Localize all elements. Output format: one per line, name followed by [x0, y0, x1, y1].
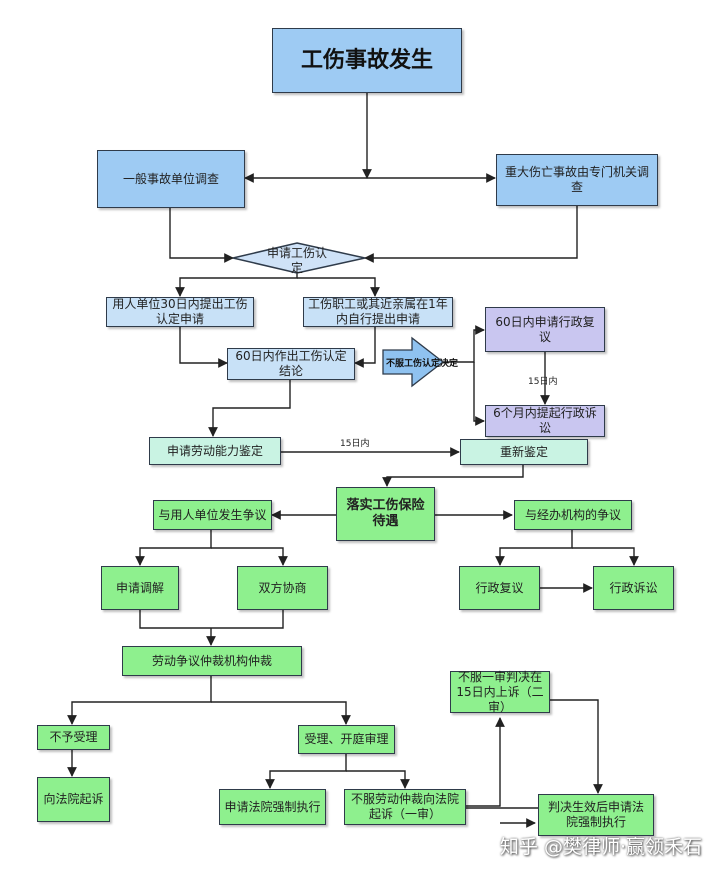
- node-re-appraisal: 重新鉴定: [460, 439, 588, 465]
- node-labor-ability: 申请劳动能力鉴定: [149, 437, 281, 465]
- node-admin-review: 行政复议: [459, 566, 540, 610]
- node-dispute-agency: 与经办机构的争议: [514, 500, 632, 530]
- node-dispute-employer: 与用人单位发生争议: [153, 500, 272, 530]
- node-general-investigation: 一般事故单位调查: [97, 150, 245, 208]
- node-sue-court: 向法院起诉: [37, 777, 110, 822]
- fifteen-days-label-a: 15日内: [528, 377, 558, 387]
- node-sue-first: 不服劳动仲裁向法院起诉（一审）: [344, 789, 466, 825]
- node-enforce-apply: 申请法院强制执行: [219, 789, 326, 825]
- fifteen-days-label-b: 15日内: [340, 439, 370, 449]
- decision-diamond: [232, 242, 366, 274]
- node-admin-litigation: 行政诉讼: [593, 566, 674, 610]
- node-accepted-trial: 受理、开庭审理: [298, 725, 395, 754]
- node-implement-benefits: 落实工伤保险待遇: [336, 487, 435, 541]
- node-admin-litigation-6m: 6个月内提起行政诉讼: [485, 405, 605, 437]
- node-arbitration: 劳动争议仲裁机构仲裁: [122, 646, 302, 676]
- block-arrow: [382, 336, 445, 388]
- not-accept-decision-label: 不服工伤认定决定: [386, 359, 459, 369]
- node-not-accepted: 不予受理: [37, 725, 110, 750]
- node-admin-review-60: 60日内申请行政复议: [485, 307, 605, 352]
- node-judgment-enforce: 判决生效后申请法院强制执行: [538, 794, 654, 836]
- node-major-investigation: 重大伤亡事故由专门机关调查: [496, 154, 658, 206]
- node-appeal-second: 不服一审判决在15日内上诉（二审）: [450, 670, 550, 714]
- node-negotiation: 双方协商: [237, 566, 328, 610]
- node-employer-apply: 用人单位30日内提出工伤认定申请: [106, 297, 254, 327]
- watermark: 知乎 @樊律师·赢领禾石: [499, 836, 702, 858]
- node-mediation: 申请调解: [101, 566, 179, 610]
- node-accident: 工伤事故发生: [272, 28, 462, 93]
- node-worker-apply: 工伤职工或其近亲属在1年内自行提出申请: [303, 297, 453, 327]
- node-apply-recognition: 申请工伤认定: [266, 246, 327, 275]
- node-conclusion-60: 60日内作出工伤认定结论: [227, 348, 355, 380]
